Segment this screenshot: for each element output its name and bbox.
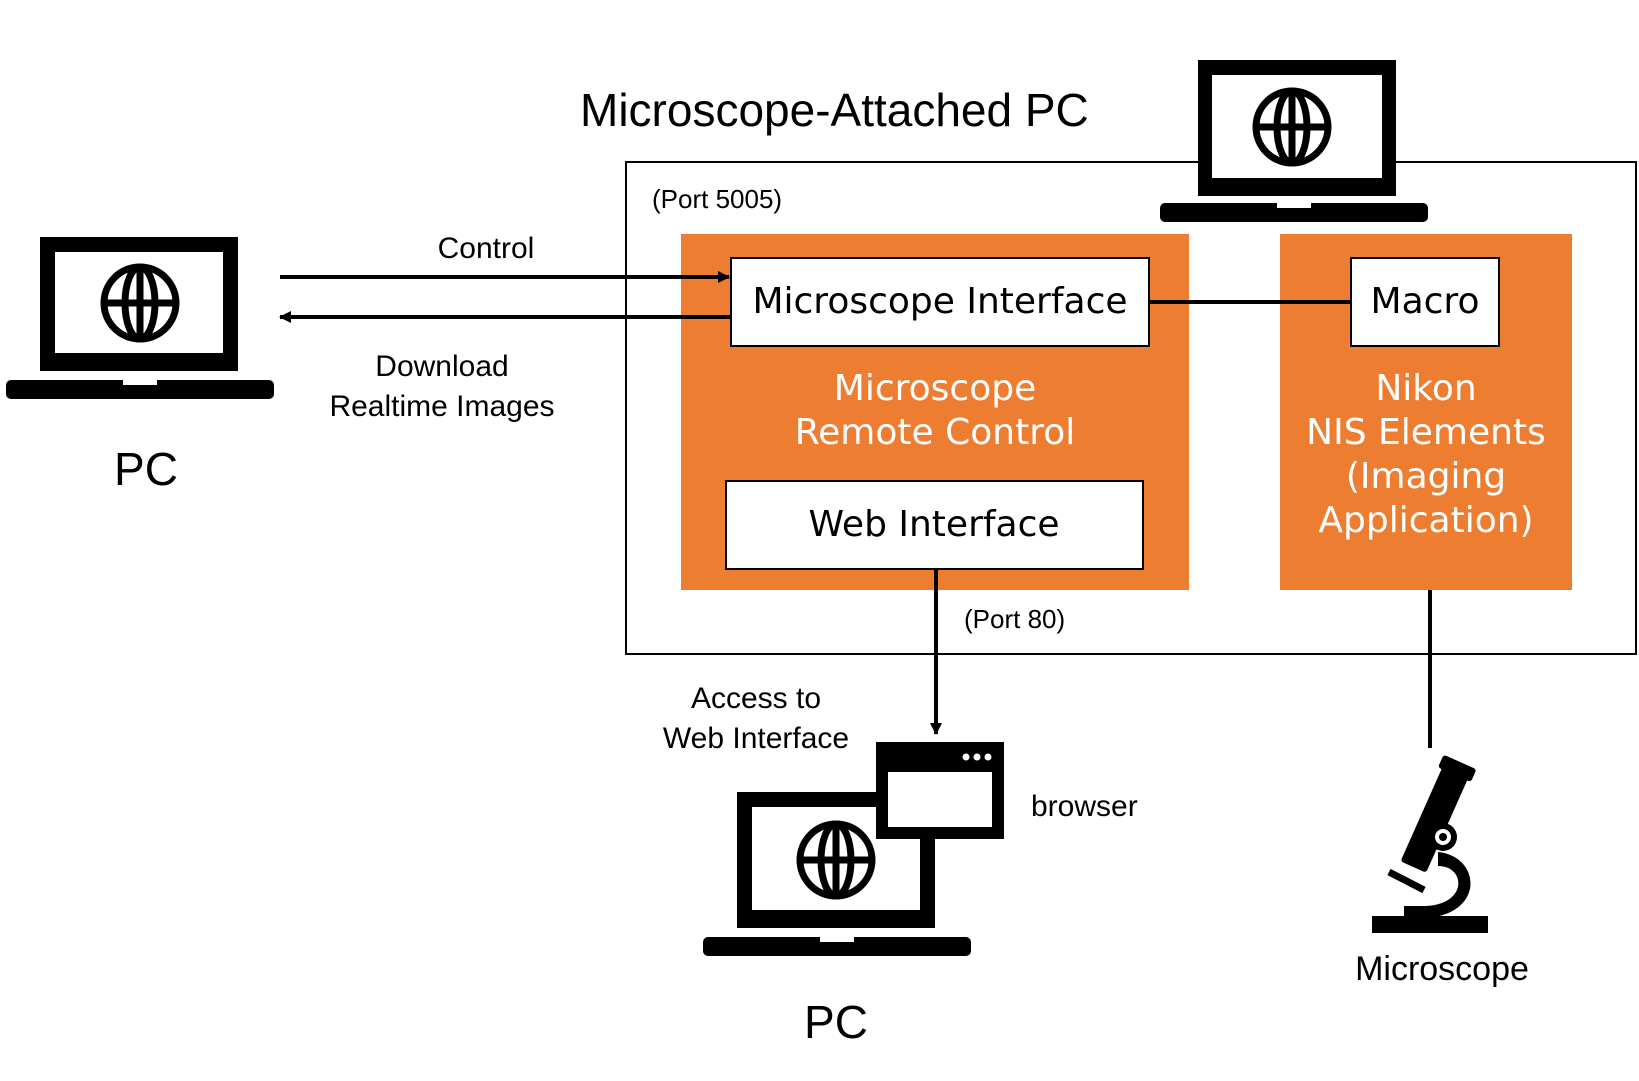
port-5005-label: (Port 5005)	[652, 184, 782, 214]
remote-control-title-line1: Microscope	[834, 368, 1036, 409]
diagram-title: Microscope-Attached PC	[580, 84, 1089, 136]
browser-label: browser	[1031, 790, 1138, 823]
globe-icon	[100, 263, 180, 343]
microscope-label: Microscope	[1355, 950, 1529, 988]
web-interface-label: Web Interface	[808, 504, 1059, 545]
attached-pc-frame	[625, 161, 1637, 655]
web-interface-box	[725, 480, 1144, 570]
left-laptop-icon	[6, 237, 274, 399]
globe-icon	[796, 820, 876, 900]
left-pc-label: PC	[114, 443, 178, 495]
control-label: Control	[438, 232, 535, 265]
access-label-line2: Web Interface	[663, 722, 849, 755]
remote-control-title-line2: Remote Control	[795, 412, 1075, 453]
top-laptop-icon	[1160, 60, 1428, 222]
download-label-line1: Download	[375, 350, 508, 383]
microscope-icon	[1372, 755, 1488, 933]
nikon-line1: Nikon	[1375, 368, 1476, 409]
nikon-line4: Application)	[1318, 500, 1533, 541]
bottom-laptop-icon	[703, 792, 971, 956]
download-label-line2: Realtime Images	[329, 390, 554, 423]
globe-icon	[1252, 87, 1332, 167]
access-label-line1: Access to	[691, 682, 821, 715]
port-80-label: (Port 80)	[964, 604, 1065, 634]
browser-window-icon	[876, 742, 1004, 839]
bottom-pc-label: PC	[804, 996, 868, 1048]
nikon-line3: (Imaging	[1346, 456, 1506, 497]
nikon-line2: NIS Elements	[1306, 412, 1546, 453]
macro-box	[1350, 257, 1500, 347]
macro-label: Macro	[1371, 281, 1480, 322]
microscope-interface-label: Microscope Interface	[752, 281, 1127, 322]
